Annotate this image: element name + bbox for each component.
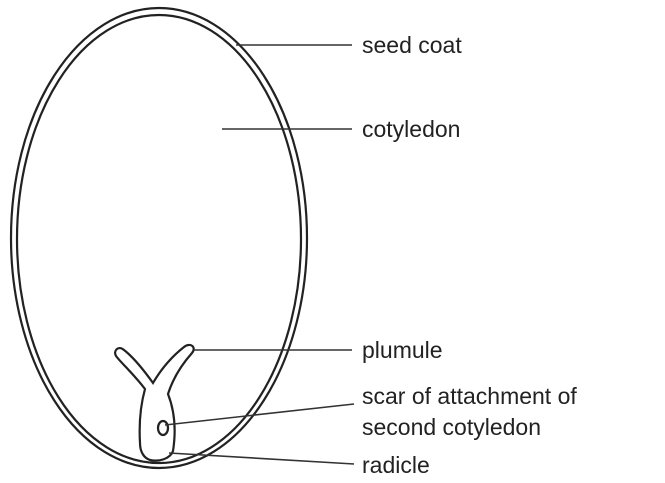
embryo-body — [115, 345, 194, 461]
seed-coat-outer — [11, 8, 307, 468]
radicle-label: radicle — [362, 452, 430, 478]
cotyledon-label: cotyledon — [362, 116, 460, 142]
plumule-label: plumule — [362, 337, 443, 363]
embryo — [115, 345, 194, 461]
seed-coat-inner — [17, 15, 301, 463]
scar-label-line1: scar of attachment of — [362, 383, 577, 409]
leader-lines — [165, 45, 354, 464]
scar-label-line2: second cotyledon — [362, 414, 541, 440]
radicle-leader — [169, 453, 354, 464]
seed-coat-label: seed coat — [362, 32, 462, 58]
seed-outline — [11, 8, 307, 468]
labels: seed coat cotyledon plumule scar of atta… — [362, 32, 577, 478]
scar-mark — [158, 421, 168, 435]
